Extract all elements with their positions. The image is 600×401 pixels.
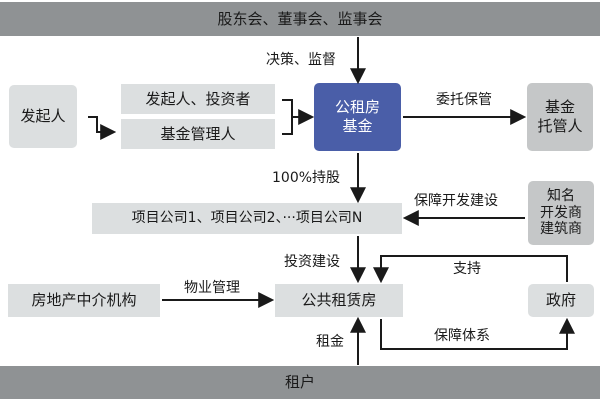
label-support: 支持 — [453, 261, 481, 277]
project-companies-node: 项目公司1、项目公司2、···项目公司N — [92, 203, 402, 234]
government-label: 政府 — [545, 291, 576, 310]
label-invest-build: 投资建设 — [284, 254, 340, 270]
shareholders-label: 股东会、董事会、监事会 — [217, 9, 383, 28]
developer-label-line1: 知名 — [547, 187, 575, 204]
tenant-band: 租户 — [0, 366, 600, 399]
developer-node: 知名 开发商 建筑商 — [528, 181, 594, 245]
label-guarantee-dev: 保障开发建设 — [414, 193, 498, 209]
label-rent: 租金 — [316, 334, 344, 350]
label-guarantee-system: 保障体系 — [434, 328, 490, 344]
arrow-guarantee-system — [380, 317, 575, 350]
agency-label: 房地产中介机构 — [31, 291, 137, 310]
developer-label-line3: 建筑商 — [540, 221, 582, 238]
custodian-node: 基金 托管人 — [527, 83, 593, 151]
fund-manager-label: 基金管理人 — [160, 124, 236, 143]
bracket-group — [282, 99, 293, 135]
custodian-label-line1: 基金 — [544, 98, 575, 117]
label-entrust-custody: 委托保管 — [436, 92, 492, 108]
fund-label-line2: 基金 — [342, 117, 373, 135]
project-companies-label: 项目公司1、项目公司2、···项目公司N — [131, 209, 363, 226]
government-node: 政府 — [528, 284, 594, 317]
arrow-support — [373, 255, 568, 284]
sponsor-label: 发起人 — [20, 107, 66, 126]
public-housing-node: 公共租赁房 — [275, 284, 403, 317]
developer-label-line2: 开发商 — [540, 204, 582, 221]
fund-manager-node: 基金管理人 — [121, 119, 275, 149]
label-property-mgmt: 物业管理 — [184, 280, 240, 296]
agency-node: 房地产中介机构 — [8, 284, 160, 317]
label-decision-supervision: 决策、监督 — [266, 52, 336, 68]
tenant-label: 租户 — [284, 373, 315, 392]
label-holding: 100%持股 — [272, 170, 341, 186]
arrow-sponsor — [88, 116, 117, 140]
shareholders-band: 股东会、董事会、监事会 — [0, 2, 600, 36]
fund-node: 公租房 基金 — [314, 83, 401, 151]
sponsor-node: 发起人 — [9, 85, 77, 148]
sponsor-investor-node: 发起人、投资者 — [121, 84, 275, 114]
custodian-label-line2: 托管人 — [537, 117, 583, 135]
sponsor-investor-label: 发起人、投资者 — [145, 89, 251, 108]
public-housing-label: 公共租赁房 — [301, 291, 377, 310]
fund-label-line1: 公租房 — [334, 98, 380, 117]
